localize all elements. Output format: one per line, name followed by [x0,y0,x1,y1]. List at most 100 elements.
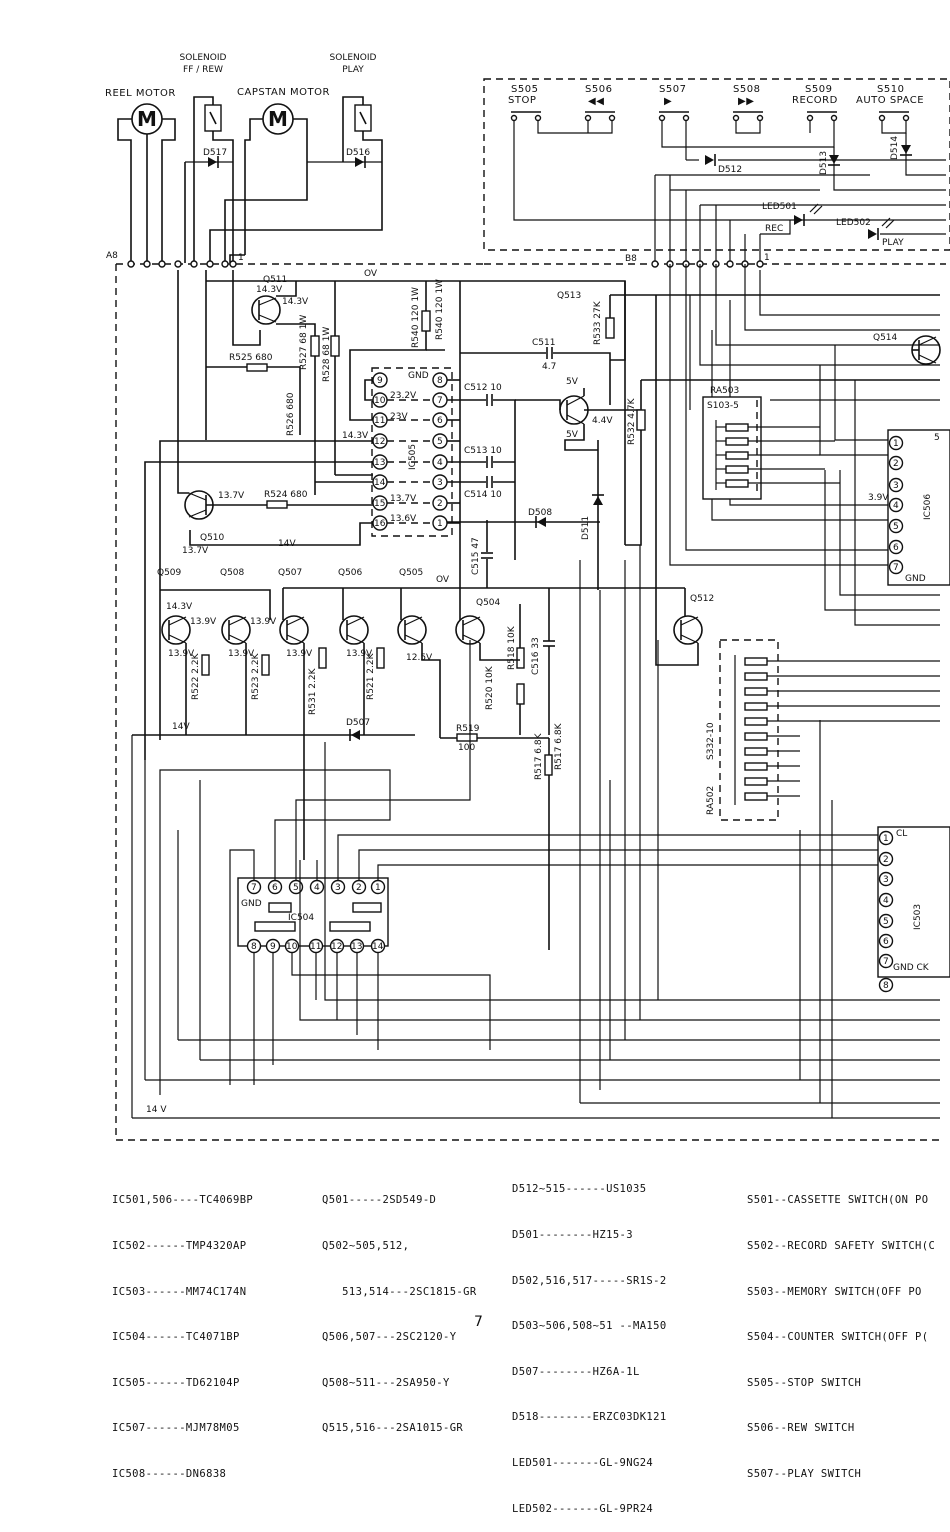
svg-text:S505: S505 [511,84,538,95]
svg-text:14.3V: 14.3V [256,285,283,295]
legend-line: D518--------ERZC03DK121 [512,1411,667,1424]
transistor-row-labels: Q509 Q508 Q507 Q506 Q505 Q504 Q512 [157,568,714,608]
svg-text:▶: ▶ [664,96,672,107]
svg-text:R531 2.2K: R531 2.2K [308,667,318,715]
svg-text:R519: R519 [456,724,480,734]
v14-label-mid: 14V [278,539,296,549]
svg-text:D516: D516 [346,148,370,158]
svg-text:13.9V: 13.9V [190,617,217,627]
svg-text:1: 1 [375,883,381,893]
svg-text:13.9V: 13.9V [286,649,313,659]
legend-line: IC502------TMP4320AP [112,1240,247,1253]
svg-text:S507: S507 [659,84,686,95]
q514-label: Q514 [873,333,898,343]
svg-text:PLAY: PLAY [342,65,364,75]
svg-text:8: 8 [437,376,443,386]
svg-text:4.7: 4.7 [542,362,556,372]
connector-b8-pins [651,260,764,268]
capstan-motor-icon: M [244,103,308,255]
legend-line: S506--REW SWITCH [747,1422,855,1435]
svg-text:R517 6.8K: R517 6.8K [554,722,564,770]
svg-text:Q507: Q507 [278,568,302,578]
resistor-r524: R524 680 [206,490,373,509]
svg-text:13.9V: 13.9V [168,649,195,659]
svg-text:R517 6.8K: R517 6.8K [534,732,544,780]
legend-transistor-list: Q501-----2SD549-D Q502~505,512, 513,514-… [322,1163,477,1452]
svg-text:10: 10 [286,942,298,952]
legend-line: D502,516,517-----SR1S-2 [512,1274,667,1287]
svg-text:D507: D507 [346,718,370,728]
svg-text:12: 12 [374,437,385,447]
svg-text:3: 3 [335,883,341,893]
svg-text:D512: D512 [718,165,742,175]
svg-text:2: 2 [883,855,889,865]
solenoid-ff-rew-label: SOLENOID FF / REW [180,53,227,75]
legend-line: D512~515------US1035 [512,1183,647,1196]
resistor-array-ra503: RA503 S103-5 [702,386,840,500]
legend-line: IC503------MM74C174N [112,1285,247,1298]
transistor-q512 [673,615,703,645]
wire [144,461,373,760]
svg-text:13: 13 [351,942,362,952]
resistor-r518: R518 10K [507,625,525,670]
svg-text:GND CK: GND CK [893,963,930,973]
legend-line: IC507------MJM78M05 [112,1422,240,1435]
svg-text:S508: S508 [733,84,760,95]
resistor-r526: R526 680 [286,392,296,436]
svg-text:13.7V: 13.7V [390,494,417,504]
svg-text:14.3V: 14.3V [342,431,369,441]
svg-text:5V: 5V [566,430,579,440]
svg-text:14: 14 [374,478,386,488]
wire [655,295,699,666]
transistor-q509: 13.9V 13.9V [161,615,217,659]
solenoid-play-icon [342,96,383,162]
svg-text:2: 2 [437,499,443,509]
right-bus-lines [579,264,940,1118]
svg-text:7: 7 [883,957,889,967]
reel-motor-icon: M [117,103,176,263]
pin1-b-label: 1 [764,253,770,263]
svg-text:IC505: IC505 [408,444,418,470]
diode-d514: D514 [890,136,912,160]
connector-a8-pins [127,260,237,268]
svg-text:2: 2 [356,883,362,893]
wire [479,643,520,661]
svg-text:OV: OV [364,269,378,279]
svg-text:IC504: IC504 [288,913,314,923]
switch-panel-border [483,78,950,251]
switch-labels: S505 STOP S506 ◀◀ S507 ▶ S508 ▶▶ S509 RE… [508,84,924,107]
svg-text:6: 6 [272,883,278,893]
svg-text:1: 1 [883,834,889,844]
wire [564,424,598,451]
svg-text:15: 15 [374,499,385,509]
svg-text:SOLENOID: SOLENOID [330,53,377,63]
svg-text:LED501: LED501 [762,202,797,212]
svg-text:FF / REW: FF / REW [183,65,223,75]
resistor-r528: R528 68 1W [322,327,340,382]
svg-text:Q510: Q510 [200,533,225,543]
legend-line: S502--RECORD SAFETY SWITCH(C [747,1240,936,1253]
svg-text:23.2V: 23.2V [390,391,417,401]
svg-text:7: 7 [893,563,899,573]
svg-text:R540 120 1W: R540 120 1W [411,287,421,348]
svg-text:13.7V: 13.7V [182,546,209,556]
svg-text:R540 120 1W: R540 120 1W [435,279,445,340]
svg-text:6: 6 [883,937,889,947]
svg-text:8: 8 [883,981,889,991]
svg-text:GND: GND [408,371,429,381]
legend-line: LED502-------GL-9PR24 [512,1502,654,1515]
legend-switch-list: S501--CASSETTE SWITCH(ON PO S502--RECORD… [747,1163,950,1497]
diode-d511: D511 [581,440,604,590]
svg-text:9: 9 [270,942,276,952]
wire [159,440,373,740]
wire [349,331,427,421]
svg-text:5: 5 [893,522,899,532]
svg-text:GND: GND [241,899,262,909]
diode-d513: D513 [819,151,840,175]
svg-text:C511: C511 [532,338,555,348]
capacitor-c514: C514 10 [447,476,515,500]
wire [364,379,373,401]
schematic-sheet: SOLENOID FF / REW SOLENOID PLAY REEL MOT… [105,53,950,1141]
transistor-q507: 13.9V [279,615,313,659]
svg-text:Q505: Q505 [399,568,423,578]
